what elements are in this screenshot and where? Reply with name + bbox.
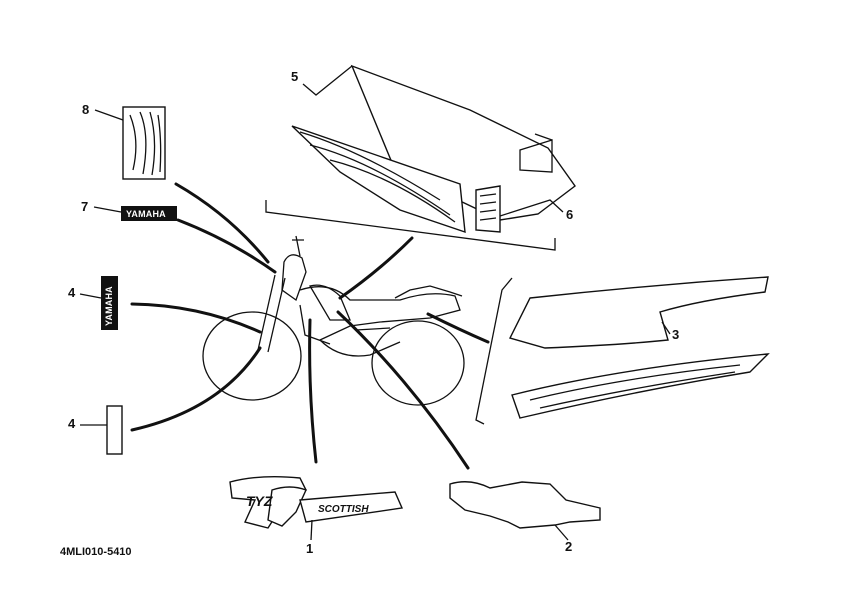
bracket-side-cover [475,277,513,425]
seat-tail [394,285,463,299]
leader-2 [554,524,569,541]
part-2-lower-decal [449,481,601,529]
part-4-yamaha-vertical-badge: YAMAHA [101,276,118,330]
scottish-text: SCOTTISH [318,504,369,515]
arrow-4-lower [130,346,262,432]
handlebar [281,235,307,302]
callout-2: 2 [565,539,572,554]
tyz-logo-text: TYZ [246,493,273,509]
arrow-8 [176,218,277,274]
part-6-tank-stripe [475,185,501,233]
leader-7 [94,109,124,121]
frame [299,286,461,357]
rear-wheel [371,320,465,406]
part-3-side-cover-decal [508,276,770,419]
part-code: 4MLI010-5410 [60,546,132,558]
callout-6: 6 [566,207,573,222]
callout-8: 7 [81,199,88,214]
motorcycle-outline [202,235,465,406]
yamaha-horizontal-text: YAMAHA [126,209,166,219]
leader-4-upper [79,293,102,299]
callout-3: 3 [672,327,679,342]
bracket-tank [265,200,556,251]
tank-area [309,284,351,321]
front-wheel [202,311,302,401]
part-7-number-plate-decal [122,106,166,180]
yamaha-vertical-text: YAMAHA [104,286,114,326]
leader-3 [661,321,671,335]
callout-4-lower: 4 [68,416,76,431]
callout-1: 1 [306,541,313,556]
arrow-1 [308,318,318,464]
part-8-yamaha-badge: YAMAHA [121,206,177,221]
callout-4-upper: 4 [68,285,76,300]
arrow-side-cover [426,312,490,344]
part-1-tyz-scottish-logo: TYZ SCOTTISH [229,475,404,529]
arrow-7 [174,182,270,264]
arrow-2 [336,310,470,470]
part-4-blank-plate [106,405,123,455]
arrow-tank [338,236,414,300]
arrow-4-upper [130,302,262,334]
leader-8 [93,206,122,213]
callout-7: 8 [82,102,89,117]
leader-1 [310,519,313,541]
leader-6 [499,199,564,217]
callout-5: 5 [291,69,298,84]
leader-5 [302,65,353,96]
engine [299,304,391,345]
part-5-tank-decal [291,64,576,234]
